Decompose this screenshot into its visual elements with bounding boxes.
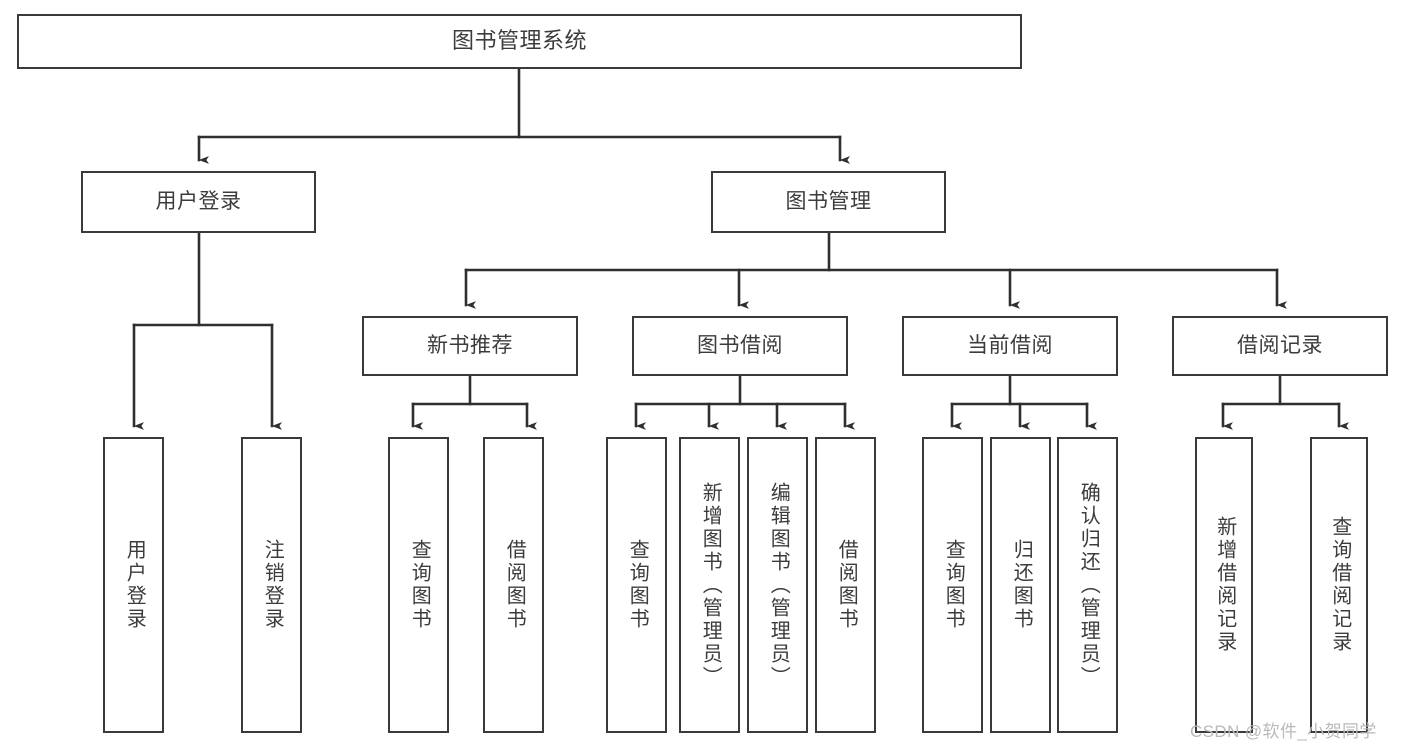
node-book-borrow[interactable]: 图书借阅: [632, 316, 848, 376]
leaf-borrow-record-add[interactable]: 新增借阅记录: [1195, 437, 1253, 733]
node-current-borrow[interactable]: 当前借阅: [902, 316, 1118, 376]
leaf-new-book-borrow[interactable]: 借阅图书: [483, 437, 544, 733]
node-root-system[interactable]: 图书管理系统: [17, 14, 1022, 69]
node-label: 编辑图书（管理员）: [767, 481, 790, 689]
node-label: 用户登录: [155, 189, 242, 213]
leaf-user-login-login[interactable]: 用户登录: [103, 437, 164, 733]
node-label: 图书管理系统: [451, 28, 587, 54]
node-label: 查询图书: [626, 539, 649, 631]
watermark-text: CSDN @软件_小贺同学: [1190, 722, 1377, 741]
node-label: 查询借阅记录: [1328, 516, 1351, 654]
node-new-book-recommend[interactable]: 新书推荐: [362, 316, 578, 376]
node-borrow-record[interactable]: 借阅记录: [1172, 316, 1388, 376]
node-label: 图书管理: [785, 189, 872, 213]
node-label: 新增图书（管理员）: [699, 481, 722, 689]
leaf-book-borrow-borrow[interactable]: 借阅图书: [815, 437, 876, 733]
leaf-book-borrow-edit[interactable]: 编辑图书（管理员）: [747, 437, 808, 733]
node-label: 归还图书: [1010, 539, 1033, 631]
node-label: 新书推荐: [427, 333, 513, 357]
node-label: 图书借阅: [697, 333, 783, 357]
node-label: 确认归还（管理员）: [1077, 481, 1100, 689]
node-label: 借阅图书: [503, 539, 526, 631]
leaf-current-borrow-query[interactable]: 查询图书: [922, 437, 983, 733]
node-label: 当前借阅: [967, 333, 1053, 357]
node-user-login[interactable]: 用户登录: [81, 171, 316, 233]
leaf-current-borrow-return[interactable]: 归还图书: [990, 437, 1051, 733]
node-label: 注销登录: [261, 539, 284, 631]
node-label: 新增借阅记录: [1213, 516, 1236, 654]
node-label: 用户登录: [123, 539, 146, 631]
node-label: 查询图书: [408, 539, 431, 631]
leaf-book-borrow-query[interactable]: 查询图书: [606, 437, 667, 733]
leaf-new-book-query[interactable]: 查询图书: [388, 437, 449, 733]
leaf-current-borrow-confirm[interactable]: 确认归还（管理员）: [1057, 437, 1118, 733]
leaf-book-borrow-add[interactable]: 新增图书（管理员）: [679, 437, 740, 733]
node-book-management[interactable]: 图书管理: [711, 171, 946, 233]
leaf-user-login-logout[interactable]: 注销登录: [241, 437, 302, 733]
leaf-borrow-record-query[interactable]: 查询借阅记录: [1310, 437, 1368, 733]
node-label: 借阅记录: [1237, 333, 1323, 357]
node-label: 查询图书: [942, 539, 965, 631]
node-label: 借阅图书: [835, 539, 858, 631]
